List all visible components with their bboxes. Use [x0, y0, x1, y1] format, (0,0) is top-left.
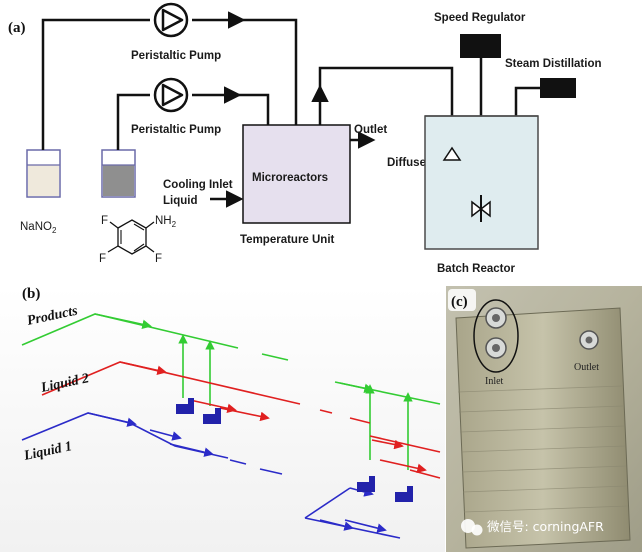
- peristaltic-pump-bottom: [153, 77, 189, 113]
- products-lines: [21, 313, 441, 470]
- bottle-aniline: [101, 149, 136, 198]
- bottle-nano2: [26, 149, 61, 198]
- peristaltic-pump-top: [153, 2, 189, 38]
- batch-reactor-vessel: [424, 115, 539, 250]
- diffuser-label: Diffuser: [387, 157, 431, 169]
- temperature-unit-label: Temperature Unit: [240, 234, 335, 246]
- panel-c: Inlet Outlet (c) 微信号: corningAFR: [446, 286, 642, 552]
- liquid-2-lines: [41, 361, 441, 479]
- fluorine-label-2: F: [99, 253, 106, 265]
- speed-regulator-box: [460, 34, 501, 58]
- panel-c-label: (c): [451, 294, 468, 310]
- inlet-label: Inlet: [485, 376, 504, 387]
- microreactors-box: [242, 124, 351, 224]
- pump-top-label: Peristaltic Pump: [131, 50, 221, 62]
- cooling-inlet-label-1: Cooling Inlet: [163, 179, 233, 191]
- outlet-photo-label: Outlet: [574, 362, 599, 373]
- outlet-fitting: [579, 330, 599, 350]
- inlet-highlight-ellipse: [473, 299, 519, 373]
- microreactor-block: [455, 307, 631, 549]
- wechat-watermark: 微信号: corningAFR: [461, 519, 604, 536]
- panel-b-label: (b): [22, 286, 40, 302]
- amine-group-label: NH2: [155, 215, 177, 229]
- steam-distillation-label: Steam Distillation: [505, 58, 602, 70]
- fluorine-label-1: F: [101, 215, 108, 227]
- pump-bottom-label: Peristaltic Pump: [131, 124, 221, 136]
- batch-reactor-label: Batch Reactor: [437, 263, 515, 275]
- watermark-text: 微信号: corningAFR: [487, 519, 604, 534]
- inlet-fittings: [485, 307, 507, 359]
- panel-a: (a): [8, 2, 602, 275]
- fluorine-label-3: F: [155, 253, 162, 265]
- panel-a-label: (a): [8, 20, 26, 36]
- diffuser-icon: [442, 146, 462, 161]
- speed-regulator-label: Speed Regulator: [434, 12, 526, 24]
- panel-b: (b) Products Liquid 2: [0, 286, 445, 552]
- microreactors-label: Microreactors: [252, 172, 328, 184]
- outlet-label: Outlet: [354, 124, 387, 136]
- trifluoroaniline-structure: NH2 F F F: [99, 215, 177, 265]
- liquid-1-lines: [21, 412, 401, 539]
- cooling-inlet-label-2: Liquid: [163, 195, 198, 207]
- mixer-units: [176, 398, 413, 502]
- steam-distillation-box: [540, 78, 576, 98]
- wechat-icon: [461, 519, 475, 533]
- reagent-nano2-label: NaNO2: [20, 221, 57, 235]
